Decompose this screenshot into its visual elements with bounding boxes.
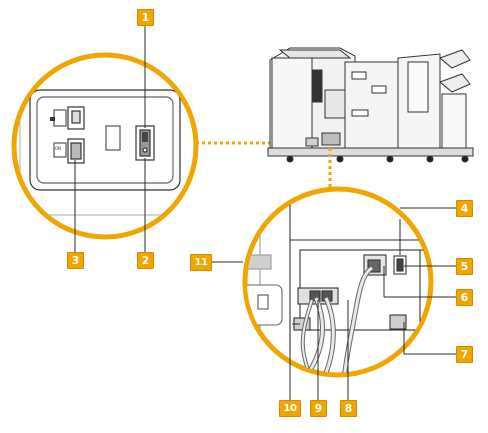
callout-5-badge: 5 [456,258,473,275]
callout-3-badge: 3 [67,252,84,269]
callout-6-badge: 6 [456,289,473,306]
callout-11-badge: 11 [190,254,212,271]
callout-1-badge: 1 [137,9,154,26]
callout-9-badge: 9 [310,400,327,417]
callout-8-badge: 8 [340,400,357,417]
right-zoom-circle [212,186,456,400]
svg-text:ON: ON [55,146,61,151]
left-zoom-circle: ON [11,26,199,252]
callout-10-badge: 10 [279,400,301,417]
callout-2-badge: 2 [137,252,154,269]
printer-machine-illustration [267,47,474,163]
callout-7-badge: 7 [456,346,473,363]
callout-4-badge: 4 [456,200,473,217]
